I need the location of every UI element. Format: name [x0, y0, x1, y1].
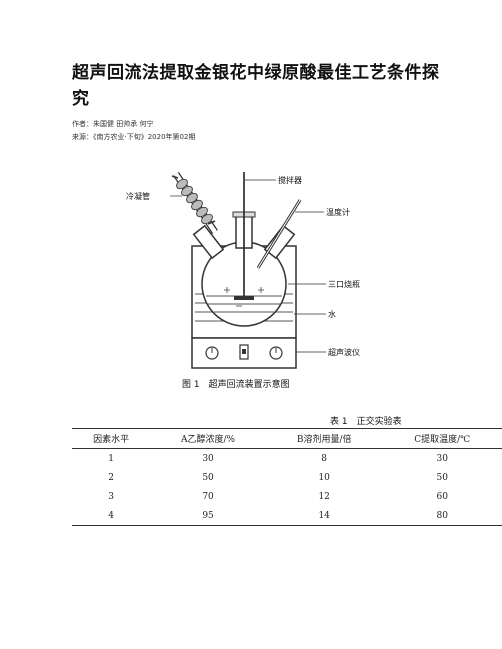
table-cell: 10 — [318, 472, 330, 483]
authors: 朱国健 田帅承 何宁 — [93, 120, 154, 128]
table-cell: 70 — [202, 491, 214, 502]
ultrasonic-reflux-diagram: 搅拌器 冷凝管 温度计 三口烧瓶 水 超声波仪 — [126, 172, 360, 369]
table-cell: 12 — [318, 491, 330, 502]
header-extraction-temperature: C提取温度/℃ — [382, 428, 502, 449]
table-cell: 2 — [108, 472, 115, 483]
table-cell: 1 — [108, 453, 115, 464]
table-cell: 30 — [436, 453, 448, 464]
stirrer-paddle — [234, 296, 254, 300]
table-header-row: 因素水平 A乙醇浓度/% B溶剂用量/倍 C提取温度/℃ — [72, 428, 502, 449]
table-row: 2 50 10 50 — [72, 468, 502, 487]
label-thermometer: 温度计 — [326, 207, 350, 217]
header-factor-level: 因素水平 — [72, 428, 151, 449]
label-ultrasonic: 超声波仪 — [328, 347, 360, 357]
table-cell: 60 — [436, 491, 448, 502]
source: 《南方农业·下旬》2020年第02期 — [93, 133, 196, 141]
table-cell: 3 — [108, 491, 115, 502]
article-title: 超声回流法提取金银花中绿原酸最佳工艺条件探究 — [72, 63, 440, 109]
table-cell: 14 — [265, 506, 383, 526]
leader-lines — [170, 179, 326, 353]
label-flask: 三口烧瓶 — [328, 279, 360, 289]
table-caption: 表 1 正交实验表 — [330, 417, 402, 427]
source-label: 来源： — [72, 133, 93, 141]
condenser-tube — [171, 172, 218, 234]
table-row: 1 30 8 30 — [72, 449, 502, 469]
table-cell: 4 — [72, 506, 151, 526]
table-cell: 80 — [382, 506, 502, 526]
stirrer-symbols — [224, 287, 264, 307]
header-solvent-amount: B溶剂用量/倍 — [265, 428, 383, 449]
header-ethanol-concentration: A乙醇浓度/% — [150, 428, 266, 449]
table-cell: 50 — [436, 472, 448, 483]
authors-line: 作者：朱国健 田帅承 何宁 — [72, 119, 153, 129]
label-water: 水 — [328, 309, 336, 319]
source-line: 来源：《南方农业·下旬》2020年第02期 — [72, 132, 195, 142]
right-neck — [263, 224, 296, 260]
table-cell: 30 — [202, 453, 214, 464]
authors-label: 作者： — [72, 120, 93, 128]
table-cell: 95 — [150, 506, 266, 526]
table-cell: 50 — [202, 472, 214, 483]
table-cell: 8 — [321, 453, 328, 464]
label-stirrer: 搅拌器 — [278, 175, 302, 185]
table-row: 3 70 12 60 — [72, 487, 502, 506]
left-neck — [192, 224, 225, 260]
label-condenser: 冷凝管 — [126, 191, 150, 201]
figure-caption: 图 1 超声回流装置示意图 — [182, 380, 290, 390]
table-row: 4 95 14 80 — [72, 506, 502, 526]
orthogonal-experiment-table: 因素水平 A乙醇浓度/% B溶剂用量/倍 C提取温度/℃ 1 30 8 30 2… — [72, 428, 502, 526]
